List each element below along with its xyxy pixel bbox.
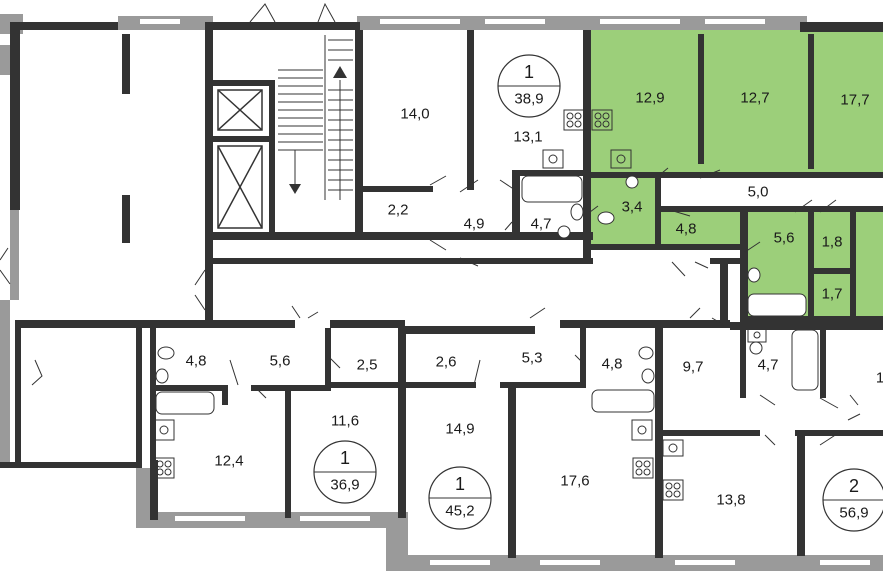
room-area: 5,3 [522, 350, 543, 367]
badge-rooms: 1 [524, 62, 534, 82]
badge-area: 36,9 [330, 477, 359, 494]
room-area: 13,8 [716, 492, 745, 509]
apartment-badge-e: 2 56,9 [822, 468, 883, 532]
room-area: 12,7 [740, 90, 769, 107]
room-area: 11,6 [331, 413, 359, 430]
badge-rooms: 2 [849, 476, 859, 496]
apartment-badge-d: 1 45,2 [428, 466, 492, 530]
room-area: 12,9 [635, 90, 664, 107]
stove-icon [153, 109, 684, 501]
doors [0, 2, 861, 446]
room-area: 17,7 [840, 92, 869, 109]
badge-area: 56,9 [839, 505, 868, 522]
room-area: 1,8 [822, 234, 843, 251]
room-area: 14,0 [400, 106, 429, 123]
room-area: 1 [876, 370, 883, 387]
room-area: 4,7 [531, 216, 552, 233]
room-area: 4,8 [602, 356, 623, 373]
room-area: 14,9 [445, 421, 474, 438]
room-area: 2,5 [357, 357, 378, 374]
stairs-arrow-icon [289, 66, 347, 194]
room-area: 4,8 [186, 353, 207, 370]
room-area: 1,7 [822, 286, 843, 303]
room-area: 5,0 [748, 184, 769, 201]
room-area: 5,6 [270, 353, 291, 370]
badge-rooms: 1 [455, 474, 465, 494]
room-area: 4,7 [758, 357, 779, 374]
room-area: 4,9 [464, 216, 485, 233]
apartment-badge-c: 1 36,9 [313, 440, 377, 504]
room-area: 12,4 [214, 453, 243, 470]
room-area: 17,6 [560, 473, 589, 490]
room-area: 5,6 [774, 230, 795, 247]
room-area: 13,1 [513, 129, 542, 146]
badge-area: 45,2 [445, 503, 474, 520]
sink-icon [153, 149, 767, 457]
toilet-icon [155, 175, 763, 384]
elevator-icon [217, 89, 263, 229]
room-area: 4,8 [676, 221, 697, 238]
room-area: 9,7 [683, 359, 704, 376]
window-sashes [140, 19, 870, 565]
room-area: 3,4 [622, 199, 643, 216]
room-area: 2,2 [388, 202, 409, 219]
room-labels: 12,9 12,7 17,7 5,0 3,4 4,8 5,6 1,8 1,7 1… [186, 90, 883, 509]
room-area: 2,6 [436, 354, 457, 371]
bathtub-icon [155, 175, 819, 415]
apartment-badge-b: 1 38,9 [497, 54, 561, 118]
walls [0, 22, 883, 558]
badge-rooms: 1 [340, 448, 350, 468]
stairs [278, 35, 353, 200]
badge-area: 38,9 [514, 91, 543, 108]
